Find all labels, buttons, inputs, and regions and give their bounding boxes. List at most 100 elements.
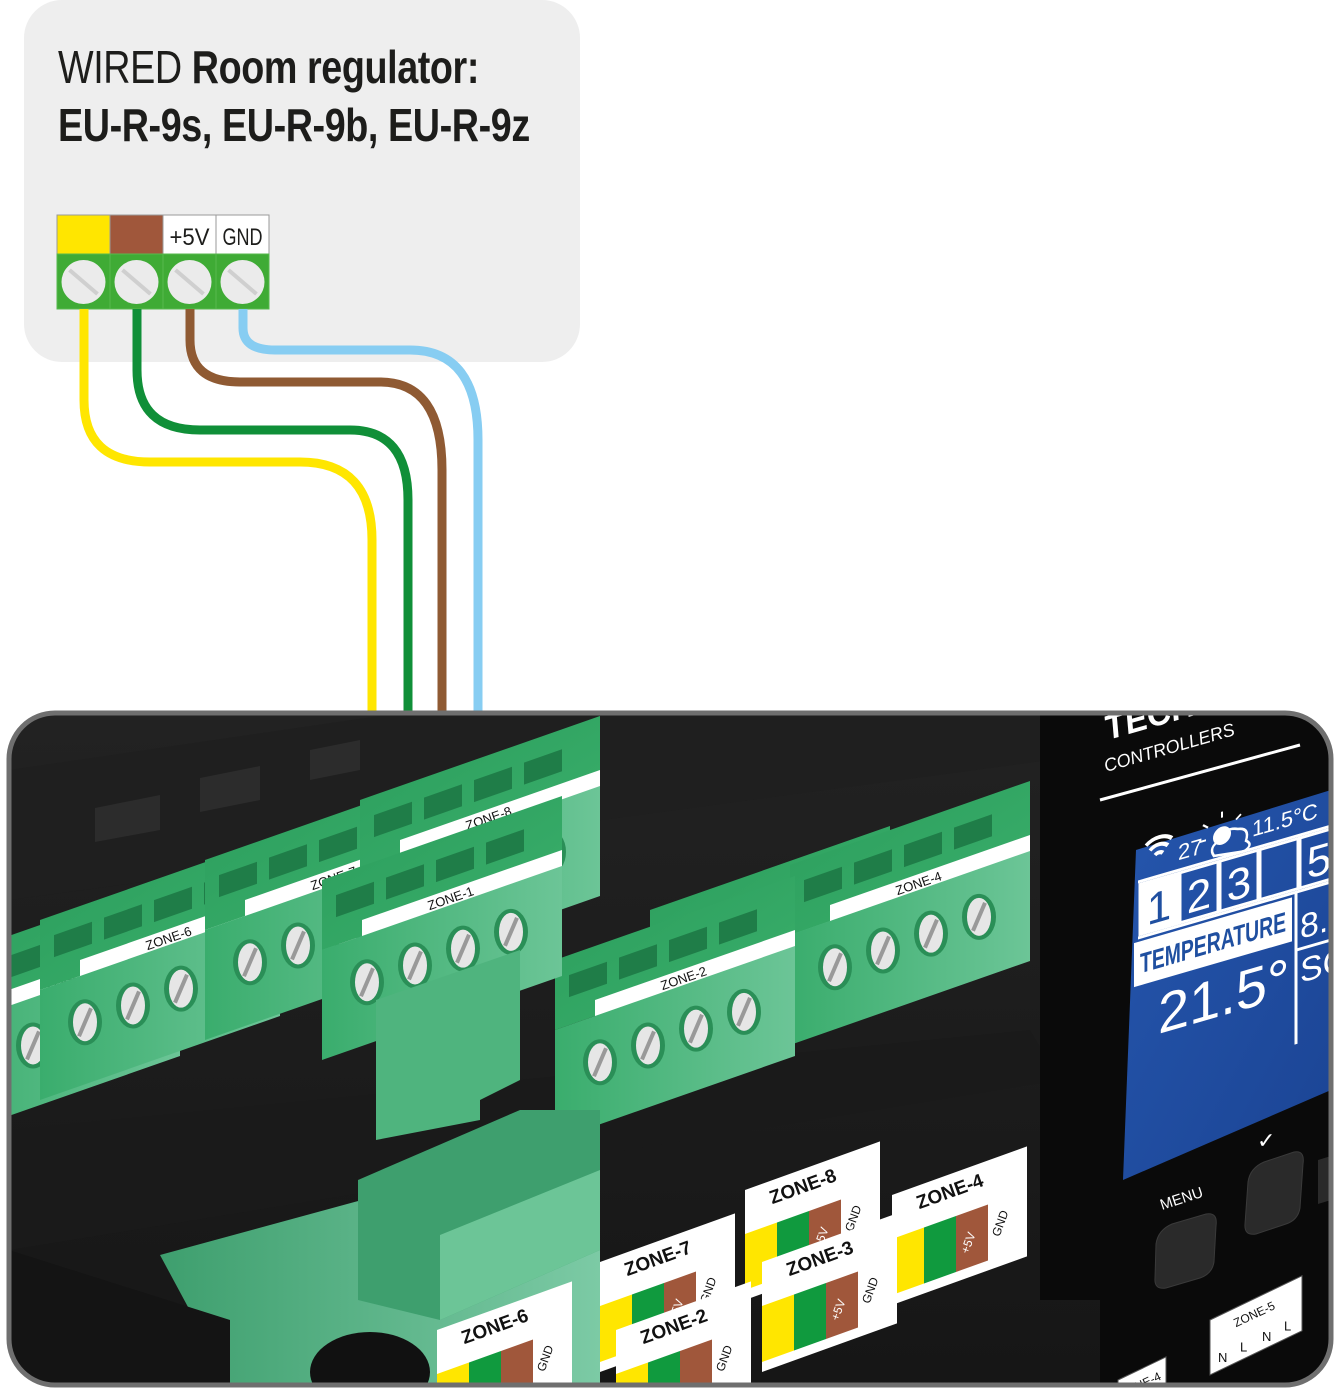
screw-slot: [290, 930, 306, 961]
screw-slot: [688, 1013, 704, 1044]
screw-slot: [971, 902, 987, 932]
title-prefix: WIRED: [58, 41, 182, 93]
connector-slot: [374, 801, 412, 838]
temperature-label-box: [1134, 897, 1292, 988]
screw-slot: [503, 917, 519, 947]
connector-slot: [669, 926, 707, 963]
connector-slot: [569, 961, 607, 998]
connector-slot: [319, 826, 357, 863]
menu-button[interactable]: [1154, 1213, 1217, 1289]
screw-slot: [640, 1030, 656, 1061]
pin-color-swatch: [762, 1294, 794, 1362]
title-main: Room regulator:: [191, 41, 480, 93]
pin-color-swatch: [956, 1204, 988, 1272]
terminal-label-cell-1: [56, 214, 111, 255]
connector-slot: [154, 886, 192, 923]
connector-slot: [719, 909, 757, 945]
connector-slot: [104, 904, 142, 940]
connector-slot: [336, 881, 374, 918]
power-pin-label: L: [1284, 1318, 1291, 1333]
connector-slot: [804, 866, 842, 903]
terminal-label-text: +5V: [170, 224, 210, 251]
screw-slot: [125, 990, 141, 1021]
connector-slot: [436, 846, 474, 883]
pin-color-swatch: [892, 1227, 924, 1295]
screw-slot: [174, 268, 205, 296]
terminal-label-cell-2: [109, 214, 164, 255]
photo-frame: [6, 710, 1334, 1388]
regulator-title: WIRED Room regulator: EU-R-9s, EU-R-9b, …: [58, 41, 530, 151]
lower-socket-front: [440, 1170, 600, 1320]
device-back-tabs: [95, 740, 360, 842]
terminal-label-cell-3: [162, 214, 217, 255]
power-pin-label: N: [1262, 1329, 1271, 1344]
pin-color-swatch: [680, 1339, 712, 1385]
label-card: [1117, 1356, 1167, 1385]
connector-slot: [954, 814, 992, 850]
connector-slot: [524, 749, 562, 785]
connector-slot: [386, 864, 424, 900]
connector-slot: [854, 849, 892, 885]
zone-tab: [1218, 848, 1260, 914]
zone-connectors: ZONE-5GND+5VZONE-6GND+5VZONE-7GND+5VZONE…: [0, 716, 1030, 1320]
confirm-button[interactable]: [1244, 1151, 1304, 1235]
regulator-models: EU-R-9s, EU-R-9b, EU-R-9z: [58, 98, 530, 151]
zone-tab-number: 5: [1307, 832, 1331, 889]
power-pin-label: L: [1240, 1340, 1247, 1355]
weather-icon: [1200, 811, 1251, 858]
device-photo: ZONE-5GND+5VZONE-6GND+5VZONE-7GND+5VZONE…: [0, 713, 1331, 1385]
screw-recess: [0, 1039, 2, 1085]
zone-connector: ZONE-4GND+5V: [790, 781, 1030, 1045]
screw-slot: [407, 950, 423, 981]
zone-tab: [1258, 836, 1300, 902]
zone-tab: [1298, 825, 1331, 890]
connector-slot: [54, 921, 92, 958]
wire-brown: [185, 309, 447, 852]
screw-slot: [923, 918, 939, 949]
connector-slot: [9, 944, 42, 980]
pin-color-swatch: [501, 1339, 533, 1385]
zone-tab-number: 2: [1187, 867, 1211, 924]
screw-slot: [68, 268, 99, 296]
label-card: [1209, 1275, 1303, 1376]
connector-slot: [486, 829, 524, 865]
pin-color-swatch: [616, 1362, 648, 1385]
brand-underline: [1099, 743, 1301, 802]
connector-slot: [424, 784, 462, 820]
wire-green: [132, 309, 413, 862]
screw-slot: [827, 952, 843, 983]
wire-light-blue: [238, 309, 483, 838]
screw-slot: [77, 1007, 93, 1038]
pin-color-swatch: [924, 1215, 956, 1284]
screw-slot: [359, 967, 375, 998]
screw-slot: [227, 268, 258, 296]
connector-slot: [474, 766, 512, 803]
zone-tab-number: 3: [1227, 855, 1251, 912]
pin-color-swatch: [826, 1271, 858, 1339]
device-hole: [310, 1332, 430, 1385]
pin-color-swatch: [437, 1362, 469, 1385]
front-labels: ZONE-8+5VGNDZONE-4+5VGNDZONE-7+5VGNDZONE…: [437, 1141, 1027, 1385]
connector-slot: [269, 844, 307, 880]
screw-slot: [455, 933, 471, 964]
connector-slot: [904, 831, 942, 868]
pin-label-5v: +5V: [958, 1230, 979, 1255]
wires: [79, 309, 483, 878]
screw-slot: [25, 1030, 41, 1061]
side-button[interactable]: [1318, 1156, 1331, 1204]
connector-slot: [219, 861, 257, 898]
plug-body: [376, 950, 520, 1140]
screw-slot: [592, 1047, 608, 1078]
wifi-icon: [1144, 834, 1174, 857]
screw-slot: [736, 997, 752, 1027]
zone-tab: [1138, 871, 1180, 937]
connector-slot: [619, 944, 657, 980]
screw-slot: [173, 973, 189, 1004]
